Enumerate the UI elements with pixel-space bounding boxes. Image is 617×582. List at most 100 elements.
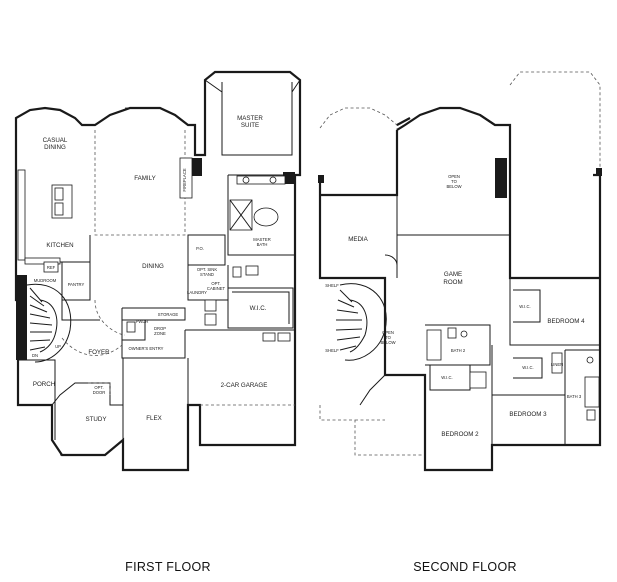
dining-label: DINING — [142, 263, 164, 270]
toilet-master — [232, 266, 242, 278]
open-to-below-stair-2: TO — [385, 335, 391, 340]
master-suite-label-1: MASTER — [237, 115, 263, 122]
foyer-arch — [61, 337, 123, 356]
bath3-sink — [586, 356, 594, 364]
kitchen-counter-left — [17, 169, 26, 261]
stair-curve-inner — [39, 299, 58, 353]
kitchen-sink — [54, 202, 64, 216]
bath2-tub — [426, 329, 442, 361]
family-label: FAMILY — [134, 175, 156, 182]
wic-b3-label: W.I.C. — [522, 365, 533, 370]
kitchen-label: KITCHEN — [46, 242, 73, 249]
opt-door-label-1: OPT. — [94, 385, 103, 390]
open-to-below-left-bay — [319, 107, 398, 195]
pantry-wall — [60, 261, 91, 301]
owners-entry-label: OWNER'S ENTRY — [129, 346, 164, 351]
wic-label: W.I.C. — [250, 305, 267, 312]
wic-shelf — [232, 291, 290, 324]
cooktop — [54, 187, 64, 201]
pwdr-label: PWDR — [136, 319, 149, 324]
dryer — [204, 313, 217, 326]
master-bath-wall — [227, 174, 295, 256]
wic-b3-wall — [513, 357, 543, 379]
bath2-toilet — [447, 327, 457, 339]
fridge — [43, 261, 59, 273]
foyer-label: FOYER — [88, 349, 110, 356]
storage-label: STORAGE — [158, 312, 179, 317]
laundry-label: LAUNDRY — [187, 290, 207, 295]
master-bath-label-1: MASTER — [253, 237, 270, 242]
po-label: P.O. — [196, 246, 204, 251]
wic-b4-wall — [513, 289, 541, 323]
media-wall — [320, 194, 398, 279]
wic-b4-label: W.I.C. — [519, 304, 530, 309]
stair-treads — [29, 287, 53, 351]
opt-sink-label-2: STAND — [200, 272, 214, 277]
study-label: STUDY — [86, 416, 107, 423]
flex-label: FLEX — [146, 415, 161, 422]
dn-label: DN — [32, 353, 38, 358]
opt-cabinet-label-2: CABINET — [207, 286, 226, 291]
stair-curve-outer-2 — [339, 283, 387, 361]
master-suite-bay — [204, 79, 301, 93]
kitchen-counter-bottom — [24, 257, 61, 265]
flex-wall — [122, 358, 189, 470]
fireplace-box — [179, 157, 193, 199]
shelf-label-bottom: SHELF — [325, 348, 339, 353]
bedroom3-label: BEDROOM 3 — [509, 411, 547, 418]
second-floor-title: SECOND FLOOR — [413, 560, 517, 574]
drop-zone-label-1: DROP — [154, 326, 166, 331]
po-wall — [187, 234, 226, 266]
chimney-block — [495, 158, 507, 198]
stair-railing — [359, 374, 386, 406]
shower-x2 — [229, 199, 253, 231]
stair-black-wall — [16, 275, 27, 360]
bath2-sink — [460, 330, 468, 338]
pwdr-wall — [121, 308, 146, 341]
windows-2 — [440, 295, 601, 471]
linen-shelf — [551, 352, 563, 374]
bath2-label: BATH 2 — [451, 348, 466, 353]
b2-closet-box — [469, 371, 487, 389]
washer — [204, 299, 217, 312]
family-dining-divider — [94, 130, 186, 236]
bath3-label: BATH 3 — [567, 394, 582, 399]
fireplace-label: FIREPLACE — [182, 168, 187, 191]
storage-wall — [122, 307, 186, 321]
master-suite-label-2: SUITE — [241, 122, 259, 129]
garage-storage-2 — [277, 332, 291, 342]
casual-dining-label-1: CASUAL — [43, 137, 68, 144]
garage-storage-1 — [262, 332, 276, 342]
sink-laundry — [245, 265, 259, 276]
up-label: UP — [55, 344, 61, 349]
study-wall — [51, 382, 123, 406]
porch-opt-door — [88, 382, 111, 395]
open-to-below-stair-1: OPEN — [382, 330, 394, 335]
bedroom4-label: BEDROOM 4 — [547, 318, 585, 325]
ref-label: REF — [47, 265, 56, 270]
pwdr-toilet — [126, 321, 136, 333]
dining-arch — [94, 299, 126, 336]
bathtub — [253, 207, 279, 227]
bath3-toilet — [586, 409, 596, 421]
second-floor-exterior-wall — [318, 106, 602, 472]
stair-curve-outer — [26, 283, 72, 363]
bay-windows-top — [396, 114, 496, 126]
master-sink-2 — [269, 176, 277, 184]
wic-b2-label: W.I.C. — [441, 375, 452, 380]
bath3-tub — [584, 376, 600, 408]
opt-cabinet-label-1: OPT. — [211, 281, 220, 286]
chimney-left — [318, 175, 324, 183]
foyer-wall — [61, 300, 100, 321]
windows — [15, 71, 275, 471]
garage-label: 2-CAR GARAGE — [221, 382, 268, 389]
game-room-label-1: GAME — [444, 271, 462, 278]
wic-wall — [227, 287, 294, 329]
open-to-below-stair-3: BELOW — [380, 340, 395, 345]
fireplace-hearth — [192, 158, 202, 176]
master-sink-1 — [242, 176, 250, 184]
first-floor-title: FIRST FLOOR — [125, 560, 211, 574]
pantry-label: PANTRY — [68, 282, 85, 287]
opt-door-label-2: DOOR — [93, 390, 106, 395]
bath3-wall — [564, 349, 600, 395]
